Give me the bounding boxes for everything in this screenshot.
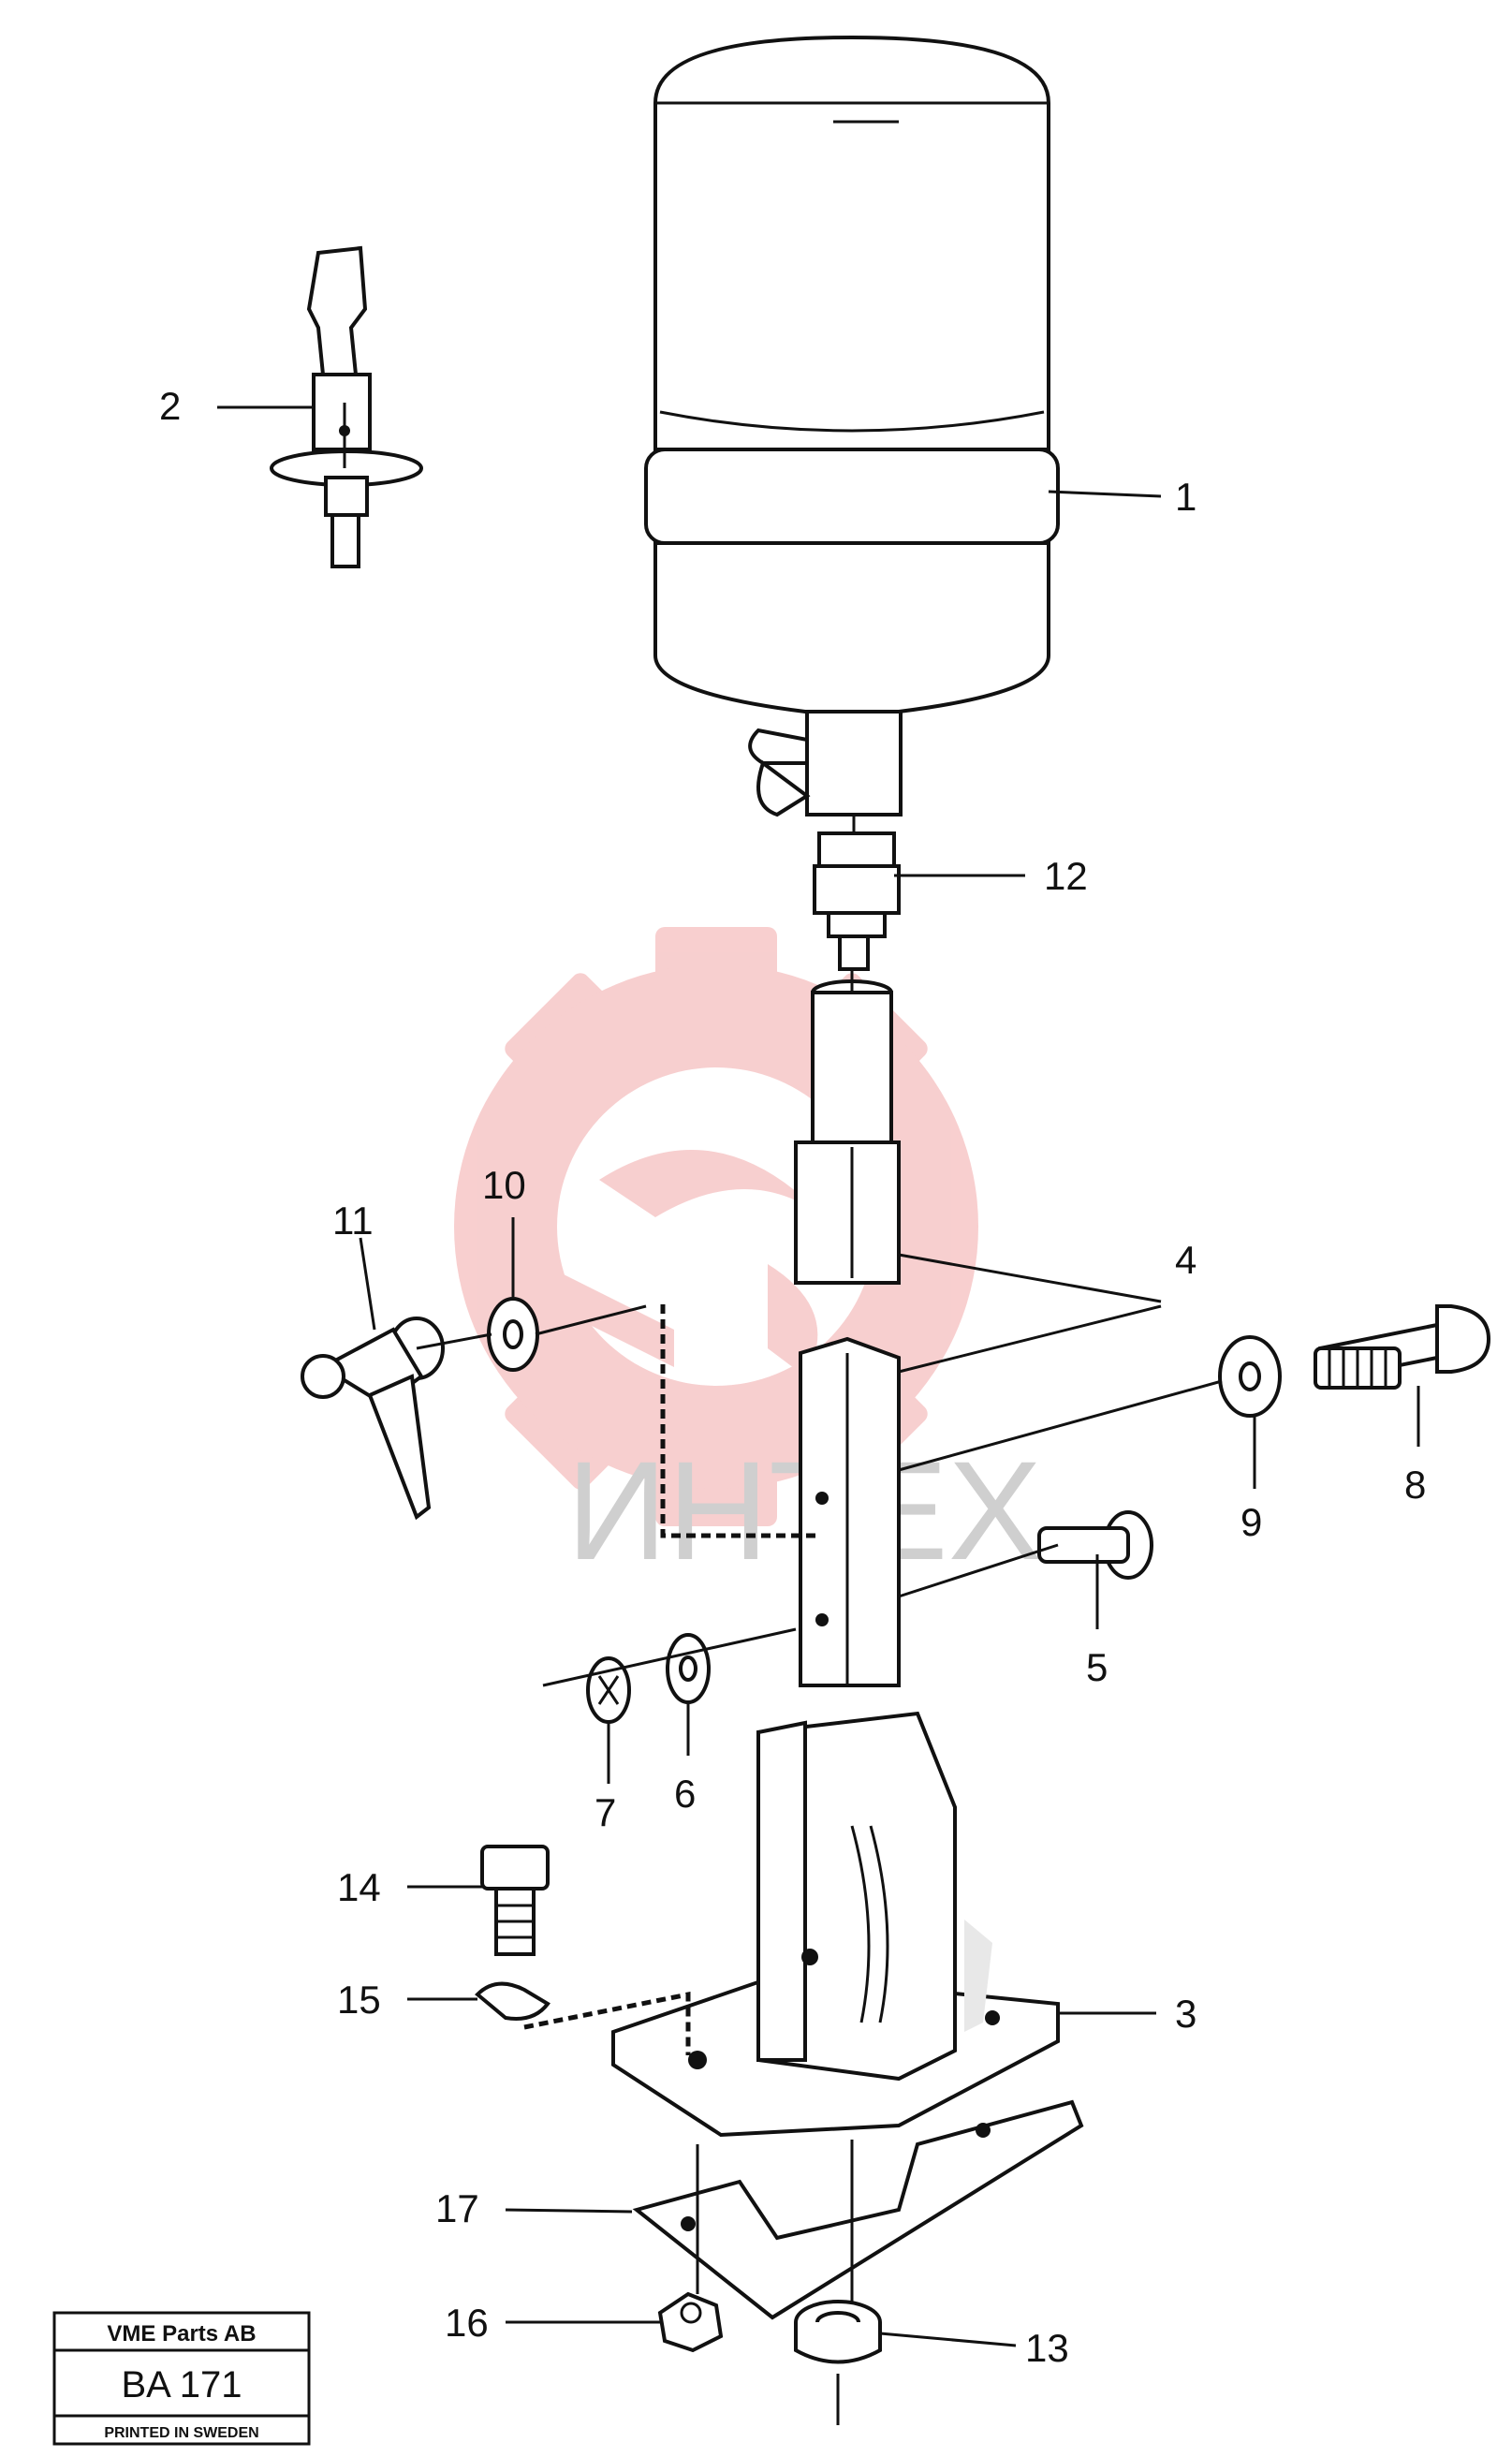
- part-11-lever-knob: [301, 1317, 445, 1521]
- leader-lines: [217, 403, 1420, 2425]
- part-16-nut: [657, 2291, 724, 2353]
- callout-14: 14: [337, 1865, 381, 1909]
- callout-8: 8: [1404, 1463, 1426, 1507]
- part-13-grommet: [794, 2300, 882, 2364]
- part-9-washer: [1218, 1335, 1282, 1418]
- callout-16: 16: [445, 2301, 489, 2345]
- callout-12: 12: [1044, 854, 1088, 898]
- callout-10: 10: [482, 1163, 526, 1207]
- title-company: VME Parts AB: [107, 2321, 256, 2347]
- callout-5: 5: [1086, 1645, 1108, 1689]
- part-12-fitting: [813, 815, 901, 971]
- callout-3: 3: [1175, 1992, 1196, 2036]
- callout-2: 2: [159, 384, 181, 428]
- part-3-bracket: [611, 1711, 1060, 2138]
- part-2-bulb: [270, 245, 423, 568]
- part-4-upper-tube: [794, 979, 901, 1285]
- part-5-pin: [1037, 1510, 1153, 1580]
- callout-4: 4: [1175, 1238, 1196, 1282]
- callout-13: 13: [1025, 2326, 1069, 2370]
- part-17-plate: [632, 2099, 1084, 2320]
- part-8-bolt: [1314, 1304, 1491, 1390]
- part-1-beacon-lamp: [644, 35, 1060, 817]
- part-6-washer: [666, 1633, 711, 1704]
- part-10-washer: [487, 1297, 539, 1372]
- callout-numbers: 1 2 3 4 5 6 7 8 9 10 11 12 13 14 15 16 1…: [159, 384, 1426, 2370]
- part-4-lower-tube: [799, 1336, 901, 1687]
- part-14-bolt: [480, 1845, 550, 1956]
- callout-17: 17: [435, 2186, 479, 2230]
- callout-6: 6: [674, 1772, 696, 1816]
- title-printed: PRINTED IN SWEDEN: [104, 2425, 258, 2441]
- dashed-alignment-lines: [523, 1304, 819, 2055]
- title-block: VME Parts AB BA 171 PRINTED IN SWEDEN: [52, 2311, 311, 2446]
- part-15-clamp: [475, 1981, 550, 2021]
- title-code: BA 171: [121, 2364, 242, 2406]
- callout-11: 11: [332, 1199, 374, 1243]
- callout-9: 9: [1240, 1500, 1262, 1544]
- callout-15: 15: [337, 1978, 381, 2022]
- callout-7: 7: [595, 1790, 616, 1834]
- callout-1: 1: [1175, 475, 1196, 519]
